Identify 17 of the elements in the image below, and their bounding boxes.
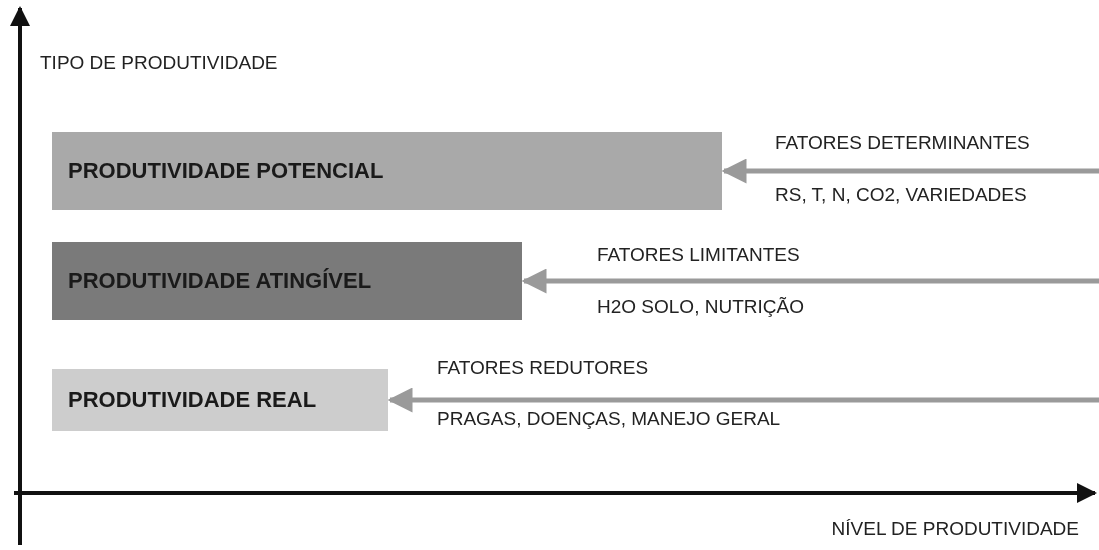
axis-title: TIPO DE PRODUTIVIDADE [40, 52, 278, 74]
productivity-bar [52, 242, 522, 320]
factor-label: H2O SOLO, NUTRIÇÃO [597, 296, 804, 318]
bar-title: PRODUTIVIDADE REAL [68, 387, 317, 413]
productivity-bar [52, 132, 722, 210]
arrow [721, 158, 1099, 184]
productivity-bar [52, 369, 388, 431]
arrow [387, 387, 1099, 413]
factor-label: PRAGAS, DOENÇAS, MANEJO GERAL [437, 408, 781, 430]
factor-label: FATORES LIMITANTES [597, 244, 800, 266]
factor-label: RS, T, N, CO2, VARIEDADES [775, 184, 1027, 206]
arrow [521, 268, 1099, 294]
bar-title: PRODUTIVIDADE ATINGÍVEL [68, 268, 372, 294]
bar-title: PRODUTIVIDADE POTENCIAL [68, 158, 384, 184]
axis-title: NÍVEL DE PRODUTIVIDADE [831, 518, 1079, 540]
factor-label: FATORES REDUTORES [437, 357, 649, 379]
factor-label: FATORES DETERMINANTES [775, 132, 1030, 154]
